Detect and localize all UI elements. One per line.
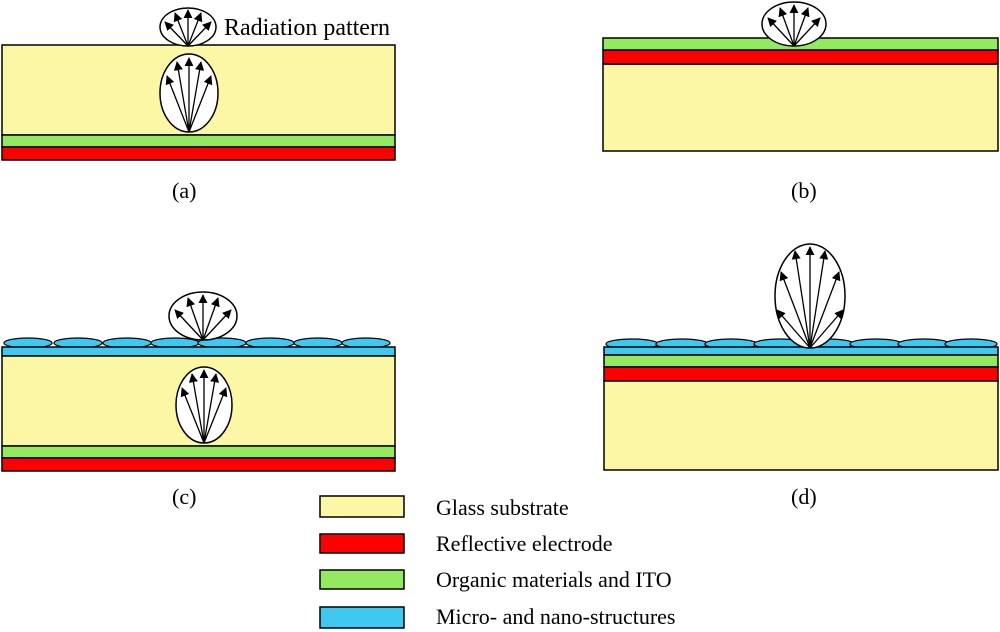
radiation-lobe-external — [168, 291, 238, 341]
legend-item-reflective: Reflective electrode — [319, 531, 613, 556]
legend-swatch — [319, 606, 405, 629]
glass-substrate — [602, 63, 999, 152]
micro-nano-structures — [3, 337, 391, 349]
micro-nano-layer — [1, 346, 396, 357]
reflective-electrode — [1, 146, 396, 161]
reflective-electrode — [602, 49, 999, 65]
panel-d: (d) — [603, 243, 999, 509]
radiation-pattern-label: Radiation pattern — [224, 15, 390, 41]
panel-caption-d: (d) — [791, 484, 817, 509]
panel-caption-c: (c) — [172, 484, 196, 509]
legend-item-micro-nano: Micro- and nano-structures — [319, 604, 675, 629]
legend-label: Micro- and nano-structures — [436, 604, 675, 629]
radiation-lobe-internal — [175, 366, 233, 444]
panel-b: (b) — [602, 1, 999, 203]
panel-caption-a: (a) — [172, 178, 196, 203]
glass-substrate — [603, 380, 999, 471]
organic-ito-layer — [603, 354, 999, 368]
legend-swatch — [319, 533, 405, 554]
legend-label: Reflective electrode — [436, 531, 613, 556]
reflective-electrode — [1, 457, 396, 472]
legend-label: Glass substrate — [436, 495, 569, 520]
legend-item-organic: Organic materials and ITO — [319, 567, 672, 592]
reflective-electrode — [603, 366, 999, 382]
panel-caption-b: (b) — [791, 178, 817, 203]
organic-ito-layer — [1, 134, 396, 148]
legend: Glass substrate Reflective electrode Org… — [319, 495, 675, 629]
radiation-lobe-external — [774, 243, 846, 349]
legend-swatch — [319, 495, 405, 518]
radiation-lobe-external — [761, 1, 827, 47]
organic-ito-layer — [1, 445, 396, 459]
legend-label: Organic materials and ITO — [436, 567, 672, 592]
radiation-lobe-internal — [159, 53, 219, 133]
micro-nano-layer — [603, 346, 999, 356]
panel-c: (c) — [1, 291, 396, 509]
legend-item-glass: Glass substrate — [319, 495, 569, 520]
radiation-lobe-external — [159, 7, 217, 47]
panel-a: Radiation pattern (a) — [1, 7, 396, 203]
legend-swatch — [319, 569, 405, 590]
